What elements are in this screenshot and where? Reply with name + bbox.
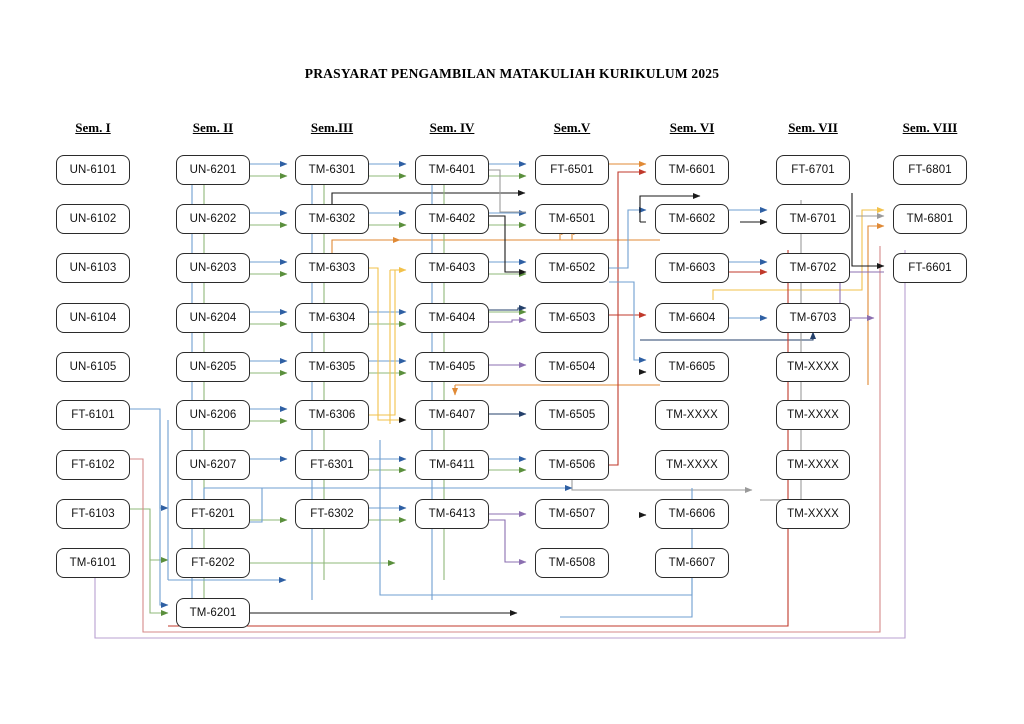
course-node-tm-xxxx-c7r7[interactable]: TM-XXXX <box>776 450 850 480</box>
column-header-2: Sem. II <box>192 120 234 135</box>
course-node-tm-6303-c3r3[interactable]: TM-6303 <box>295 253 369 283</box>
course-node-ft-6801-c8r1[interactable]: FT-6801 <box>893 155 967 185</box>
column-header-1: Sem. I <box>75 120 111 135</box>
course-node-tm-xxxx-c6r7[interactable]: TM-XXXX <box>655 450 729 480</box>
course-node-ft-6302-c3r8[interactable]: FT-6302 <box>295 499 369 529</box>
course-node-ft-6501-c5r1[interactable]: FT-6501 <box>535 155 609 185</box>
course-node-tm-6301-c3r1[interactable]: TM-6301 <box>295 155 369 185</box>
course-node-tm-xxxx-c7r6[interactable]: TM-XXXX <box>776 400 850 430</box>
course-node-un-6201-c2r1[interactable]: UN-6201 <box>176 155 250 185</box>
course-node-tm-6603-c6r3[interactable]: TM-6603 <box>655 253 729 283</box>
course-node-un-6207-c2r7[interactable]: UN-6207 <box>176 450 250 480</box>
course-node-tm-6411-c4r7[interactable]: TM-6411 <box>415 450 489 480</box>
course-node-tm-6505-c5r6[interactable]: TM-6505 <box>535 400 609 430</box>
course-node-tm-6503-c5r4[interactable]: TM-6503 <box>535 303 609 333</box>
course-node-tm-6506-c5r7[interactable]: TM-6506 <box>535 450 609 480</box>
course-node-tm-6405-c4r5[interactable]: TM-6405 <box>415 352 489 382</box>
course-node-tm-6401-c4r1[interactable]: TM-6401 <box>415 155 489 185</box>
course-node-un-6202-c2r2[interactable]: UN-6202 <box>176 204 250 234</box>
course-node-tm-6402-c4r2[interactable]: TM-6402 <box>415 204 489 234</box>
course-node-tm-6305-c3r5[interactable]: TM-6305 <box>295 352 369 382</box>
course-node-un-6205-c2r5[interactable]: UN-6205 <box>176 352 250 382</box>
column-header-4: Sem. IV <box>429 120 475 135</box>
course-node-tm-6413-c4r8[interactable]: TM-6413 <box>415 499 489 529</box>
course-node-ft-6701-c7r1[interactable]: FT-6701 <box>776 155 850 185</box>
course-node-un-6104-c1r4[interactable]: UN-6104 <box>56 303 130 333</box>
course-node-tm-6201-c2r10[interactable]: TM-6201 <box>176 598 250 628</box>
course-node-tm-xxxx-c6r6[interactable]: TM-XXXX <box>655 400 729 430</box>
course-node-tm-6702-c7r3[interactable]: TM-6702 <box>776 253 850 283</box>
course-node-tm-6605-c6r5[interactable]: TM-6605 <box>655 352 729 382</box>
course-node-tm-6507-c5r8[interactable]: TM-6507 <box>535 499 609 529</box>
course-node-un-6203-c2r3[interactable]: UN-6203 <box>176 253 250 283</box>
course-node-tm-6606-c6r8[interactable]: TM-6606 <box>655 499 729 529</box>
course-node-un-6105-c1r5[interactable]: UN-6105 <box>56 352 130 382</box>
course-node-ft-6202-c2r9[interactable]: FT-6202 <box>176 548 250 578</box>
course-node-un-6101-c1r1[interactable]: UN-6101 <box>56 155 130 185</box>
course-node-tm-6604-c6r4[interactable]: TM-6604 <box>655 303 729 333</box>
course-node-tm-6302-c3r2[interactable]: TM-6302 <box>295 204 369 234</box>
course-node-ft-6601-c8r3[interactable]: FT-6601 <box>893 253 967 283</box>
course-node-tm-6504-c5r5[interactable]: TM-6504 <box>535 352 609 382</box>
course-node-tm-6801-c8r2[interactable]: TM-6801 <box>893 204 967 234</box>
course-node-tm-xxxx-c7r8[interactable]: TM-XXXX <box>776 499 850 529</box>
course-node-ft-6101-c1r6[interactable]: FT-6101 <box>56 400 130 430</box>
course-node-ft-6102-c1r7[interactable]: FT-6102 <box>56 450 130 480</box>
column-header-3: Sem.III <box>310 120 354 135</box>
column-header-7: Sem. VII <box>788 120 838 135</box>
course-node-un-6102-c1r2[interactable]: UN-6102 <box>56 204 130 234</box>
column-header-8: Sem. VIII <box>902 120 958 135</box>
course-node-tm-6404-c4r4[interactable]: TM-6404 <box>415 303 489 333</box>
course-node-un-6204-c2r4[interactable]: UN-6204 <box>176 303 250 333</box>
course-node-tm-6703-c7r4[interactable]: TM-6703 <box>776 303 850 333</box>
course-node-un-6206-c2r6[interactable]: UN-6206 <box>176 400 250 430</box>
column-header-6: Sem. VI <box>669 120 715 135</box>
page-title: PRASYARAT PENGAMBILAN MATAKULIAH KURIKUL… <box>304 66 720 81</box>
course-node-tm-6602-c6r2[interactable]: TM-6602 <box>655 204 729 234</box>
course-node-tm-6101-c1r9[interactable]: TM-6101 <box>56 548 130 578</box>
course-node-tm-6502-c5r3[interactable]: TM-6502 <box>535 253 609 283</box>
course-node-tm-6508-c5r9[interactable]: TM-6508 <box>535 548 609 578</box>
course-node-tm-6701-c7r2[interactable]: TM-6701 <box>776 204 850 234</box>
course-node-tm-6601-c6r1[interactable]: TM-6601 <box>655 155 729 185</box>
course-node-ft-6201-c2r8[interactable]: FT-6201 <box>176 499 250 529</box>
course-node-tm-6607-c6r9[interactable]: TM-6607 <box>655 548 729 578</box>
column-header-5: Sem.V <box>553 120 591 135</box>
course-node-tm-6407-c4r6[interactable]: TM-6407 <box>415 400 489 430</box>
course-node-tm-6306-c3r6[interactable]: TM-6306 <box>295 400 369 430</box>
course-node-tm-6501-c5r2[interactable]: TM-6501 <box>535 204 609 234</box>
course-node-ft-6301-c3r7[interactable]: FT-6301 <box>295 450 369 480</box>
course-node-ft-6103-c1r8[interactable]: FT-6103 <box>56 499 130 529</box>
course-node-tm-6403-c4r3[interactable]: TM-6403 <box>415 253 489 283</box>
course-node-tm-xxxx-c7r5[interactable]: TM-XXXX <box>776 352 850 382</box>
course-node-tm-6304-c3r4[interactable]: TM-6304 <box>295 303 369 333</box>
course-node-un-6103-c1r3[interactable]: UN-6103 <box>56 253 130 283</box>
